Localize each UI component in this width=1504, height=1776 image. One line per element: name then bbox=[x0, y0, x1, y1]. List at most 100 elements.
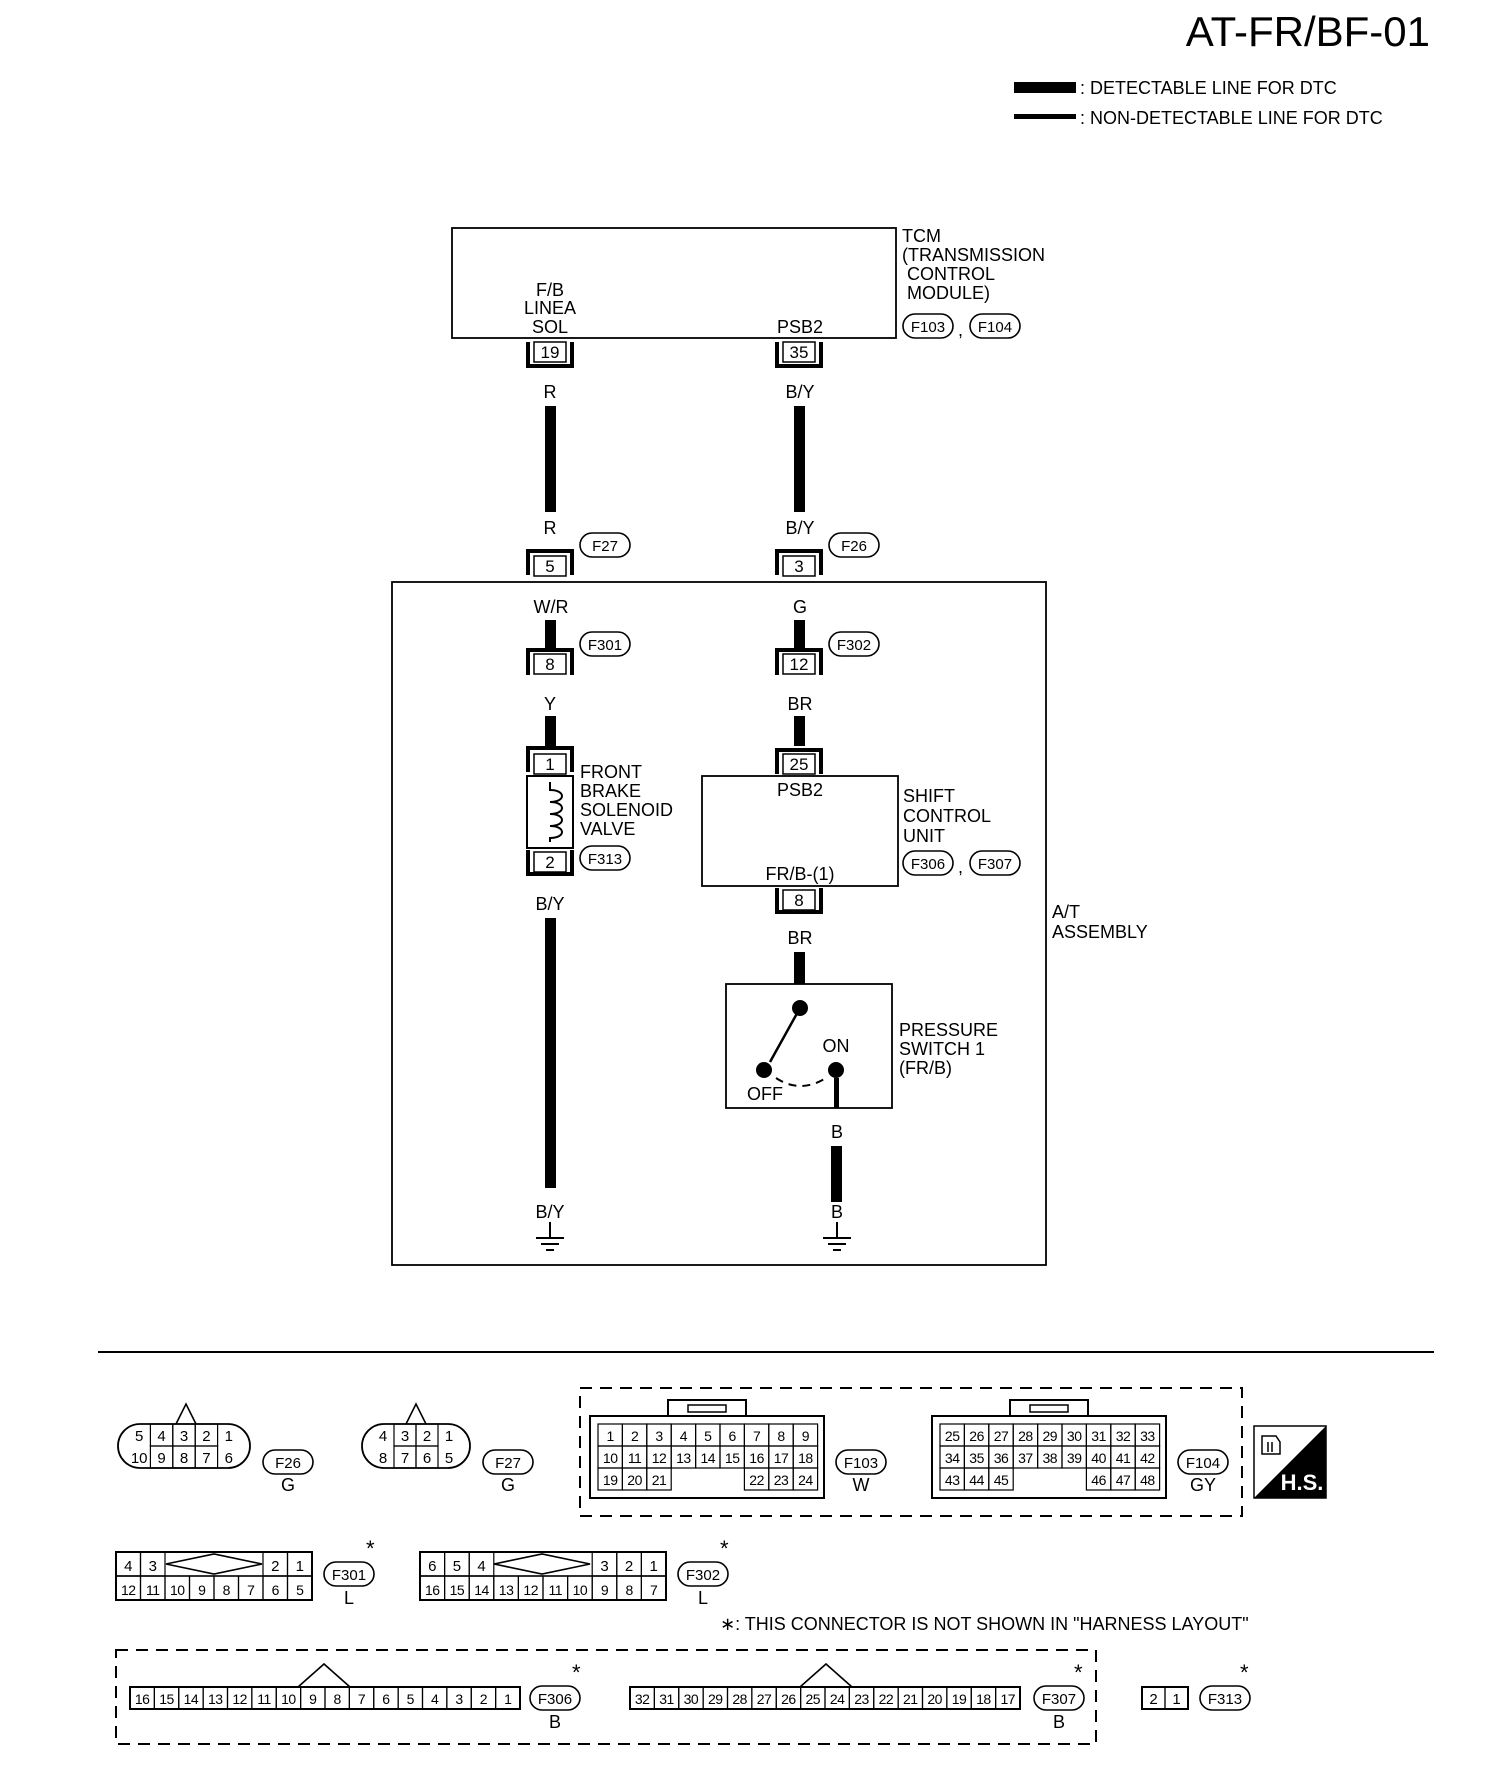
f306-pin-5: 5 bbox=[407, 1691, 415, 1707]
f307-tag-oval bbox=[1033, 1685, 1085, 1711]
f306-pin-1-box bbox=[495, 1686, 521, 1710]
solenoid-coil-icon bbox=[549, 782, 563, 842]
f302-pin-1: 1 bbox=[650, 1558, 658, 1575]
wire-label-br-1: BR bbox=[787, 694, 812, 714]
connector-f27-pin-5: 5 bbox=[526, 549, 574, 577]
f103-tag: F103 bbox=[844, 1455, 878, 1472]
f301-pin-4: 4 bbox=[124, 1558, 132, 1575]
wire-label-r-2: R bbox=[544, 518, 557, 538]
tcm-pin-19: 19 bbox=[526, 341, 574, 368]
f27-pin-1: 1 bbox=[445, 1428, 453, 1445]
f307-pin-17-box bbox=[995, 1686, 1021, 1710]
f307-pin-22: 22 bbox=[879, 1691, 894, 1707]
f307-pin-26: 26 bbox=[781, 1691, 796, 1707]
f306-pin-12: 12 bbox=[232, 1691, 247, 1707]
f103-pin-9: 9 bbox=[802, 1428, 810, 1444]
solenoid-label-1: FRONT bbox=[580, 762, 642, 782]
f302-pin-11: 11 bbox=[549, 1582, 563, 1598]
tcm-line-4: MODULE) bbox=[902, 283, 990, 303]
page-title: AT-FR/BF-01 bbox=[1186, 8, 1430, 55]
f104-pin-26: 26 bbox=[969, 1428, 984, 1444]
tag-f27-oval-main bbox=[579, 532, 631, 558]
legend: : DETECTABLE LINE FOR DTC : NON-DETECTAB… bbox=[1014, 78, 1383, 128]
f104-pin-48-box bbox=[1134, 1467, 1161, 1491]
pressure-switch-label-1: PRESSURE bbox=[899, 1020, 998, 1040]
f104-color: GY bbox=[1190, 1475, 1216, 1495]
tag-f104: F104 bbox=[978, 319, 1012, 336]
f104-pin-44: 44 bbox=[969, 1472, 984, 1488]
f103-pin-1: 1 bbox=[607, 1428, 615, 1444]
legend-thick-line bbox=[1014, 82, 1076, 93]
f104-pin-34: 34 bbox=[945, 1450, 960, 1466]
tag-f103: F103 bbox=[911, 319, 945, 336]
f306-pin-13: 13 bbox=[208, 1691, 223, 1707]
f27-tag-oval bbox=[482, 1449, 534, 1475]
f306-pin-7: 7 bbox=[358, 1691, 366, 1707]
f302-pin-3: 3 bbox=[600, 1558, 608, 1575]
wire-label-by-3: B/Y bbox=[535, 894, 564, 914]
f104-pin-28: 28 bbox=[1018, 1428, 1033, 1444]
f307-pin-32: 32 bbox=[635, 1691, 650, 1707]
f302-pin-14: 14 bbox=[474, 1582, 489, 1598]
pin-35-text: 35 bbox=[790, 343, 809, 362]
f104-pin-40: 40 bbox=[1091, 1450, 1106, 1466]
f26-pin-2: 2 bbox=[202, 1428, 210, 1445]
tag-sep-scu: , bbox=[958, 857, 963, 877]
f302-pin-16: 16 bbox=[425, 1582, 440, 1598]
tcm-line-1: TCM bbox=[902, 226, 941, 246]
tag-f104-oval bbox=[969, 313, 1021, 339]
tag-f306-main: F306 bbox=[911, 856, 945, 873]
f103-pin-24: 24 bbox=[798, 1472, 813, 1488]
f103-pin-17: 17 bbox=[774, 1450, 789, 1466]
f302-pin-15: 15 bbox=[450, 1582, 465, 1598]
f306-pin-10: 10 bbox=[281, 1691, 296, 1707]
wire-label-by-1: B/Y bbox=[785, 382, 814, 402]
f306-pin-4: 4 bbox=[431, 1691, 439, 1707]
f103-pin-15: 15 bbox=[725, 1450, 740, 1466]
f104-tag-oval bbox=[1177, 1449, 1229, 1475]
switch-on-contact bbox=[828, 1062, 844, 1078]
switch-arm bbox=[768, 1007, 802, 1063]
wire-label-br-2: BR bbox=[787, 928, 812, 948]
pin-5-text: 5 bbox=[545, 557, 554, 576]
solenoid-body bbox=[526, 775, 574, 849]
tcm-pin-35: 35 bbox=[775, 341, 823, 368]
f103-color: W bbox=[853, 1475, 870, 1495]
tag-f302-main: F302 bbox=[837, 637, 871, 654]
f103-pin-20: 20 bbox=[627, 1472, 642, 1488]
f306-color: B bbox=[549, 1712, 561, 1732]
connector-f26-pin-3: 3 bbox=[775, 549, 823, 577]
f306-pin-6: 6 bbox=[382, 1691, 390, 1707]
pressure-switch-box bbox=[725, 983, 893, 1109]
f103-pin-3: 3 bbox=[655, 1428, 663, 1444]
f103-tag-oval bbox=[835, 1449, 887, 1475]
f103-pin-10: 10 bbox=[603, 1450, 618, 1466]
f27-pin-3: 3 bbox=[401, 1428, 409, 1445]
f313-pin-1-box bbox=[1164, 1686, 1189, 1710]
f306-pin-9: 9 bbox=[309, 1691, 317, 1707]
f307-pin-31: 31 bbox=[659, 1691, 674, 1707]
switch-off-label: OFF bbox=[747, 1084, 783, 1104]
f104-pin-32: 32 bbox=[1116, 1428, 1131, 1444]
pin-8b-text: 8 bbox=[794, 891, 803, 910]
solenoid-pin-2: 2 bbox=[526, 850, 574, 876]
f27-color: G bbox=[501, 1475, 515, 1495]
tag-f313-oval-main bbox=[579, 845, 631, 871]
f307-pin-28: 28 bbox=[732, 1691, 747, 1707]
f103-pin-21-box bbox=[646, 1467, 672, 1491]
f307-star: * bbox=[1074, 1660, 1083, 1685]
tag-f27-main: F27 bbox=[592, 538, 618, 555]
wire-wr bbox=[545, 620, 556, 650]
f302-star: * bbox=[720, 1536, 729, 1561]
switch-on-label: ON bbox=[823, 1036, 850, 1056]
tag-f306-oval-main bbox=[902, 850, 954, 876]
f27-pin-6-box bbox=[415, 1445, 439, 1469]
f306-tag: F306 bbox=[538, 1691, 572, 1708]
f27-pin-4: 4 bbox=[379, 1428, 387, 1445]
wire-label-r-1: R bbox=[544, 382, 557, 402]
